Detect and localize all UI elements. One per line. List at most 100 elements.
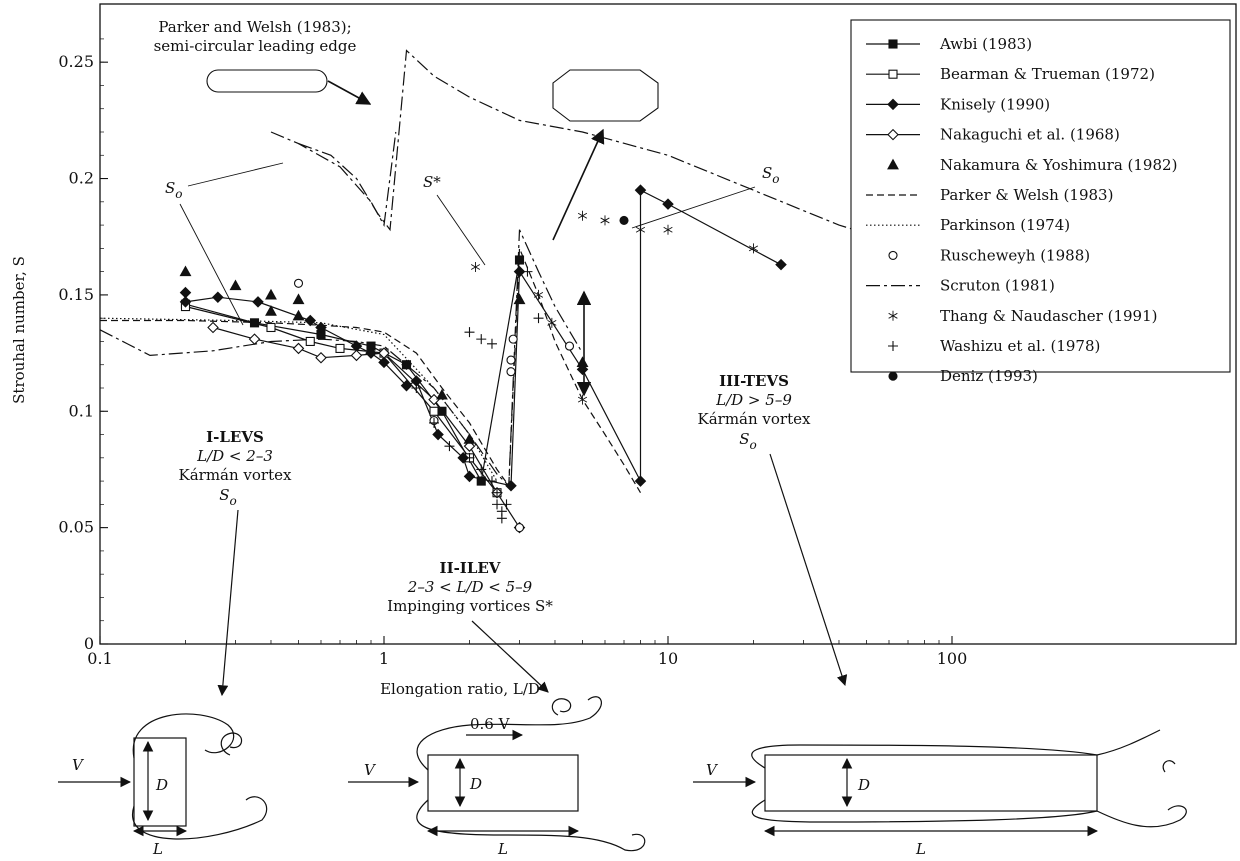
y-tick-label: 0.2 (69, 169, 94, 188)
square-filled-marker (437, 406, 447, 416)
triangle-filled-marker (265, 305, 277, 316)
x-tick-label: 10 (658, 649, 678, 668)
diamond-filled-marker (432, 428, 444, 441)
diamond-filled-marker (887, 98, 899, 111)
region-1-vortex: Kármán vortex (179, 466, 292, 484)
asterisk-marker (470, 261, 481, 272)
square-filled-marker (249, 318, 260, 328)
legend-entry-thang-naudascher-1991: Thang & Naudascher (1991) (888, 307, 1158, 325)
diamond-filled-marker (634, 475, 647, 487)
legend-label: Awbi (1983) (939, 35, 1032, 53)
diamond-filled-marker (400, 379, 413, 392)
legend-label: Bearman & Trueman (1972) (940, 65, 1155, 83)
plus-marker (501, 499, 512, 510)
plus-marker (492, 487, 503, 498)
annotation-so-left: So (165, 179, 183, 201)
x-tick-label: 100 (937, 649, 968, 668)
diamond-open-marker (292, 342, 305, 355)
semi-circular-body-shape (206, 69, 328, 93)
y-tick-label: 0.15 (58, 285, 94, 304)
legend-label: Nakamura & Yoshimura (1982) (940, 156, 1177, 174)
circle-open-marker (508, 334, 518, 344)
leader-so-right (631, 186, 756, 229)
triangle-filled-marker (265, 288, 277, 300)
region-2-title: II-ILEV (440, 559, 501, 577)
plus-marker (444, 441, 455, 452)
asterisk-marker (748, 243, 759, 254)
asterisk-marker (600, 215, 610, 226)
triangle-filled-marker (463, 433, 476, 444)
flow-2-body (427, 754, 579, 812)
flow-2-vortex (551, 698, 572, 716)
legend-label: Deniz (1993) (940, 367, 1038, 385)
diamond-filled-marker (378, 356, 390, 369)
diamond-filled-marker (662, 198, 674, 210)
legend-label: Washizu et al. (1978) (940, 337, 1100, 355)
flow-2-convection-label: 0.6 V (470, 715, 511, 733)
square-open-marker (888, 69, 898, 79)
plus-marker (888, 341, 898, 351)
legend-box (850, 19, 1231, 373)
series-points-knisely-1990 (179, 184, 787, 492)
x-axis-label: Elongation ratio, L/D (380, 680, 540, 698)
legend-entry-ruscheweyh-1988: Ruscheweyh (1988) (888, 246, 1090, 264)
asterisk-marker (577, 394, 588, 405)
circle-open-marker (564, 341, 575, 351)
triangle-filled-marker (229, 279, 242, 291)
triangle-filled-marker (887, 158, 899, 170)
plus-marker (486, 476, 497, 487)
y-axis-label: Strouhal number, S (10, 256, 28, 404)
octagonal-body-shape (552, 69, 659, 122)
flow-diagram-3 (693, 729, 1187, 837)
legend-entry-nakamura-yoshimura-1982: Nakamura & Yoshimura (1982) (887, 156, 1177, 174)
asterisk-marker (577, 210, 588, 221)
legend-label: Scruton (1981) (940, 277, 1055, 295)
legend-entry-parkinson-1974: Parkinson (1974) (866, 216, 1070, 234)
triangle-filled-marker (292, 293, 305, 305)
legend: Awbi (1983) Bearman & Trueman (1972) Knise… (866, 35, 1177, 385)
circle-open-marker (514, 523, 525, 533)
region-1-so: So (219, 486, 237, 508)
legend-label: Ruscheweyh (1988) (940, 246, 1090, 264)
diamond-filled-marker (365, 347, 377, 359)
region-2-vortex: Impinging vortices S* (387, 597, 553, 615)
legend-entry-deniz-1993: Deniz (1993) (888, 367, 1038, 385)
asterisk-marker (888, 310, 898, 321)
annotation-parker-welsh: Parker and Welsh (1983); semi-circular l… (154, 18, 372, 105)
flow-3-d-label: D (857, 776, 870, 794)
legend-entry-awbi-1983: Awbi (1983) (866, 35, 1032, 53)
region-3-label: III-TEVS L/D > 5–9 Kármán vortex So (698, 372, 811, 452)
series-line-bearman-trueman-1972 (185, 305, 498, 494)
annotation-so-right: So (762, 164, 780, 186)
flow-3-upper-shear (751, 729, 1161, 769)
series-line-knisely-1990 (184, 189, 782, 487)
plus-marker (522, 266, 533, 277)
pw-arrow (327, 80, 372, 105)
flow-3-vortex (1162, 760, 1176, 773)
legend-label: Knisely (1990) (940, 95, 1050, 113)
y-tick-label: 0.1 (69, 401, 94, 420)
legend-entry-parker-welsh-1983: Parker & Welsh (1983) (866, 186, 1113, 204)
diamond-filled-marker (304, 314, 317, 327)
diamond-filled-marker (179, 296, 192, 308)
square-open-marker (429, 406, 439, 416)
square-open-marker (305, 336, 315, 347)
curve-s-o-upper (270, 131, 397, 227)
flow-2-lower-shear (416, 799, 646, 852)
diamond-filled-marker (463, 470, 476, 483)
diamond-filled-marker (457, 452, 469, 464)
square-open-marker (335, 343, 345, 353)
square-filled-marker (514, 255, 525, 265)
triangle-filled-marker (436, 388, 448, 400)
flow-1-v-label: V (72, 756, 85, 774)
diamond-filled-marker (513, 265, 526, 278)
circle-open-marker (506, 355, 516, 365)
asterisk-marker (663, 224, 673, 235)
flow-1-vortex (220, 732, 243, 756)
annotation-s-star: S* (423, 173, 441, 191)
flow-3-lower-shear (751, 799, 1187, 828)
series-line-scruton-1981 (99, 229, 584, 488)
circle-open-marker (293, 278, 304, 288)
flow-1-d-label: D (155, 776, 168, 794)
